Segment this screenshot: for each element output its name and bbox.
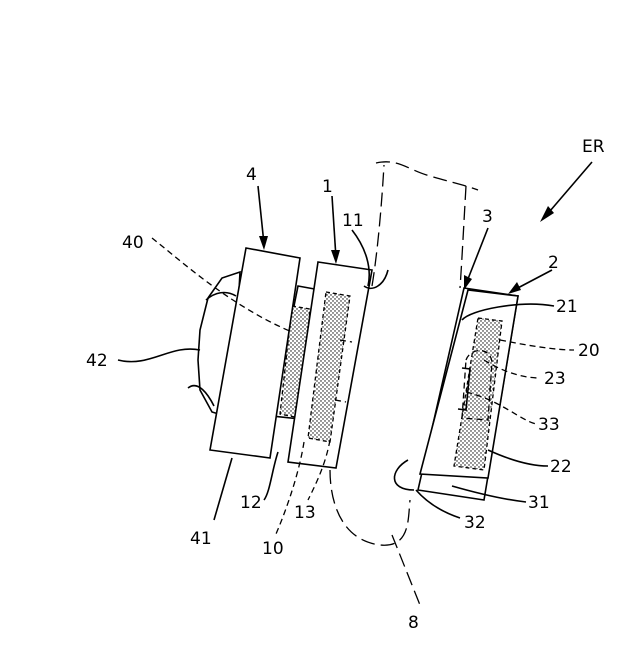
label-33: 33: [538, 415, 560, 435]
label-8: 8: [408, 613, 419, 633]
label-31: 31: [528, 493, 550, 513]
label-1: 1: [322, 177, 333, 197]
label-22: 22: [550, 457, 572, 477]
label-23: 23: [544, 369, 566, 389]
label-11: 11: [342, 211, 364, 231]
leader-41: [214, 458, 232, 520]
label-13: 13: [294, 503, 316, 523]
label-40: 40: [122, 233, 144, 253]
label-42: 42: [86, 351, 108, 371]
component-2-assembly: [394, 288, 518, 500]
leader-42: [118, 349, 200, 362]
label-12: 12: [240, 493, 262, 513]
notch-32: [394, 460, 414, 490]
label-4: 4: [246, 165, 257, 185]
label-2: 2: [548, 253, 559, 273]
label-21: 21: [556, 297, 578, 317]
leader-22: [488, 450, 548, 466]
direction-arrow-er: ER: [540, 137, 605, 222]
label-32: 32: [464, 513, 486, 533]
label-3: 3: [482, 207, 493, 227]
label-10: 10: [262, 539, 284, 559]
label-41: 41: [190, 529, 212, 549]
leader-12: [264, 452, 278, 500]
leader-arrows: [258, 186, 552, 294]
direction-label: ER: [582, 137, 605, 157]
label-20: 20: [578, 341, 600, 361]
leader-20: [500, 340, 574, 350]
